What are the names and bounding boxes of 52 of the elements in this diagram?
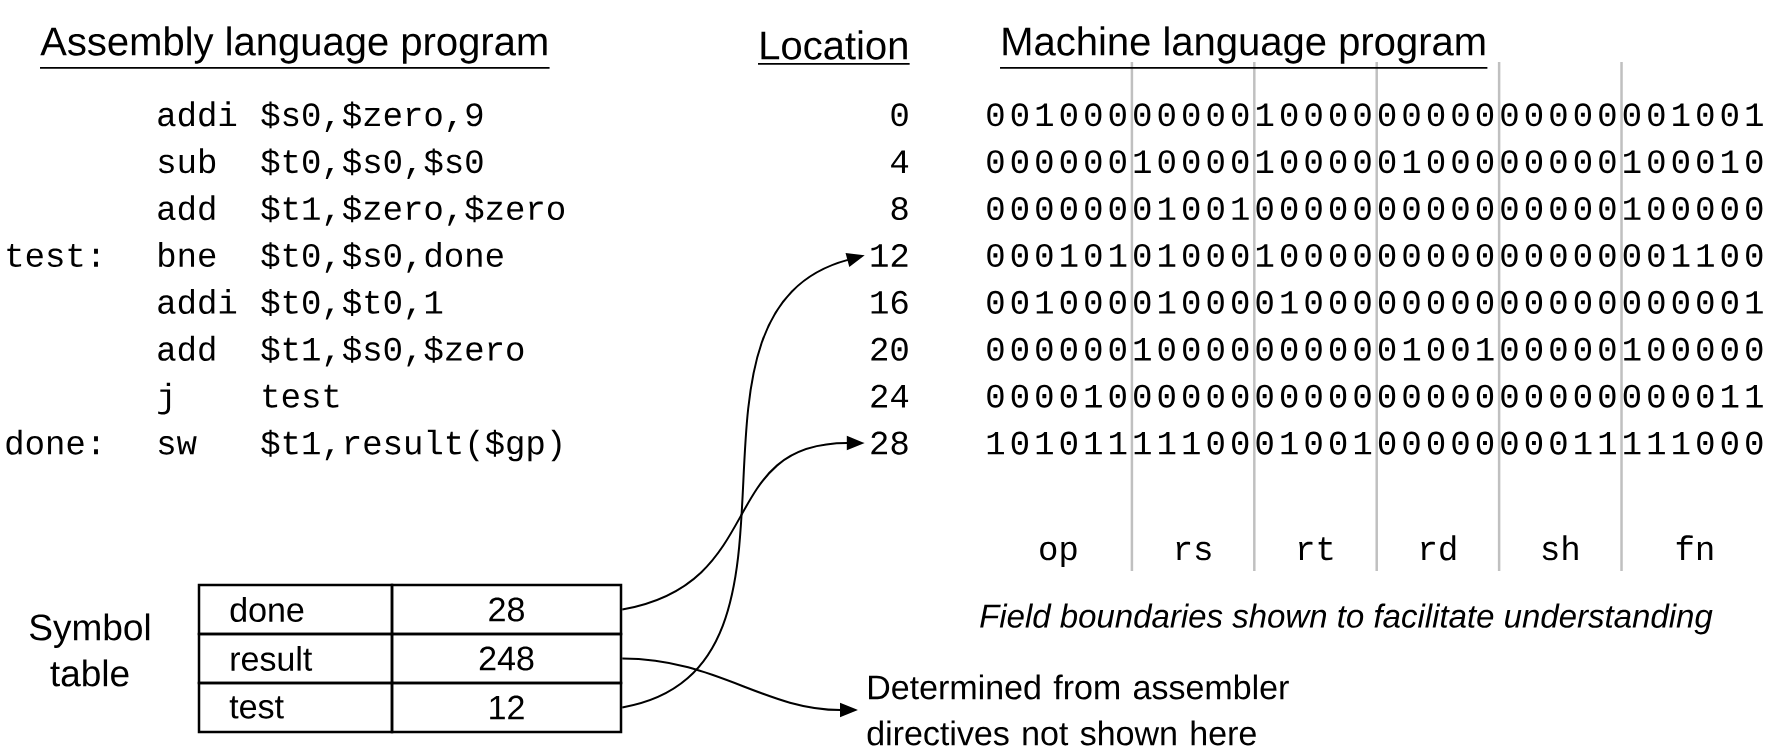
operands: test: [263, 384, 339, 408]
note: Field boundaries shown to facilitate understanding: [980, 603, 1713, 635]
field-name: rs: [1176, 541, 1211, 561]
location-number: 16: [871, 290, 908, 314]
opcode: add: [158, 335, 215, 361]
opcode: j: [158, 382, 171, 415]
table-cell: 12: [390, 681, 623, 734]
location-number: 8: [891, 197, 908, 221]
machine-code: 10101111100010010000000011111000: [987, 431, 1763, 455]
operands: $t1,$s0,$zero: [261, 336, 524, 367]
opcode: bne: [159, 242, 216, 267]
location-number: 20: [871, 337, 908, 361]
table-cell: 248: [390, 632, 623, 685]
operands: $s0,$zero,9: [261, 101, 483, 132]
location-number: 28: [871, 431, 908, 455]
field-name: fn: [1676, 535, 1713, 560]
location-number: 0: [891, 103, 908, 127]
location-number: 24: [871, 384, 909, 408]
table-caption: Symbol table: [30, 613, 150, 687]
machine-code: 00000001001000000000000000100000: [987, 197, 1763, 221]
note: Determined from assembler directives not shown here: [867, 674, 1289, 746]
opcode: addi: [158, 288, 237, 315]
operands: $t0,$s0,done: [261, 242, 503, 273]
machine-code: 00000010000100000100000000100010: [987, 150, 1763, 174]
machine-code: 00100000000100000000000000001001: [987, 103, 1763, 127]
heading: Machine language program: [999, 26, 1489, 69]
table-cell: result: [197, 632, 394, 685]
operands: $t1,result($gp): [261, 429, 561, 462]
opcode: sub: [159, 148, 216, 174]
operands: $t0,$t0,1: [261, 289, 443, 320]
machine-code: 00001000000000000000000000000011: [987, 384, 1763, 408]
operands: $t0,$s0,$s0: [261, 148, 483, 179]
location-number: 4: [891, 150, 909, 173]
machine-code: 00010101000100000000000000001100: [987, 243, 1763, 267]
code-label: done:: [6, 429, 98, 455]
opcode: add: [158, 195, 215, 221]
machine-code: 00100001000010000000000000000001: [987, 290, 1763, 314]
opcode: addi: [158, 101, 237, 127]
field-name: op: [1040, 541, 1077, 568]
table-cell: 28: [390, 583, 623, 636]
machine-code: 00000010000000000100100000100000: [987, 337, 1763, 361]
table-cell: done: [197, 583, 394, 636]
field-name: rt: [1299, 537, 1333, 561]
opcode: sw: [159, 436, 197, 455]
code-label: test:: [7, 244, 98, 267]
heading: Location: [757, 30, 911, 65]
location-number: 12: [871, 243, 908, 267]
heading: Assembly language program: [39, 26, 551, 69]
field-name: sh: [1542, 535, 1578, 561]
field-name: rd: [1421, 535, 1456, 561]
operands: $t1,$zero,$zero: [261, 195, 564, 226]
table-cell: test: [197, 681, 394, 734]
